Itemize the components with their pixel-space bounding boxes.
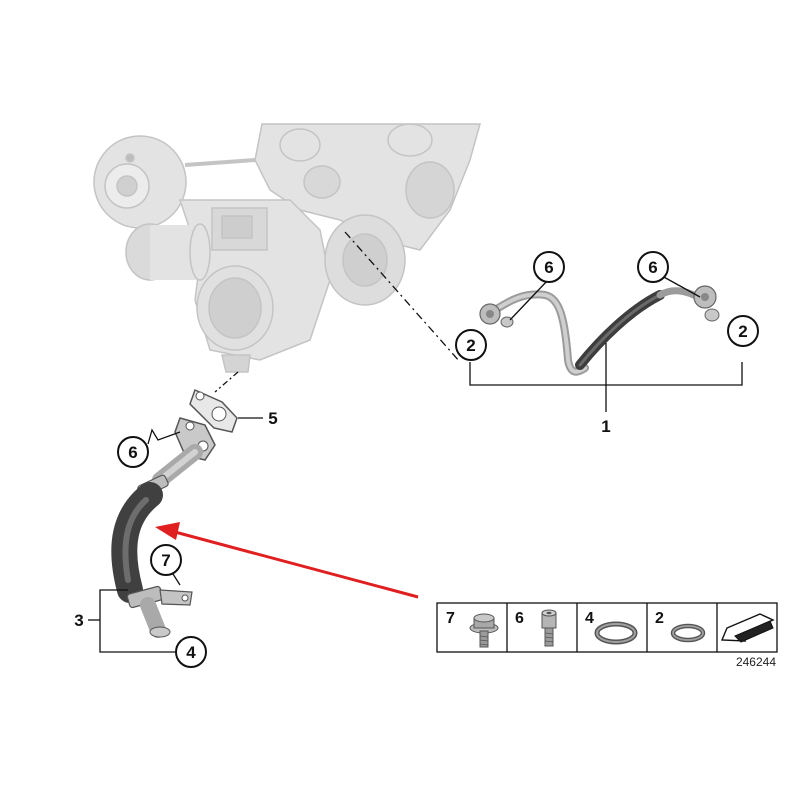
callout-5-label: 5 [268,409,277,428]
parts-legend: 7 6 [436,602,778,653]
callout-6-top-left: 6 [533,251,565,283]
callout-1-label: 1 [601,417,610,436]
legend-cell-oring-large: 4 [585,610,638,645]
diagram-id: 246244 [736,655,776,669]
callout-label: 6 [648,258,657,277]
callout-label: 6 [544,258,553,277]
callout-2-left: 2 [455,329,487,361]
oil-return-line [111,417,216,638]
callout-label: 2 [738,322,747,341]
leader-lines [88,231,743,653]
callout-7: 7 [150,544,182,576]
callout-4: 4 [175,636,207,668]
o-ring-small-icon [670,623,706,643]
highlight-arrow [155,522,419,599]
bolt-with-washer-icon [469,613,499,648]
callout-label: 4 [186,643,196,662]
callout-3-label: 3 [74,611,83,630]
socket-screw-icon [541,609,557,647]
legend-cell-oring-small: 2 [655,610,706,643]
callout-label: 6 [128,443,137,462]
legend-number: 4 [585,610,594,627]
legend-number: 6 [515,610,524,627]
legend-cell-bolt: 7 [446,610,499,648]
callout-label: 2 [466,336,475,355]
legend-number: 2 [655,610,664,627]
callout-6-top-right: 6 [637,251,669,283]
legend-number: 7 [446,610,455,627]
legend-cell-screw: 6 [515,609,557,647]
o-ring-large-icon [594,621,638,645]
callout-2-right: 2 [727,315,759,347]
turbocharger-illustration [93,123,481,373]
oil-feed-line [479,285,720,376]
callout-label: 7 [161,551,170,570]
callout-6-lower: 6 [117,436,149,468]
gasket-part-5 [189,388,238,433]
direction-arrow-icon [720,613,775,643]
